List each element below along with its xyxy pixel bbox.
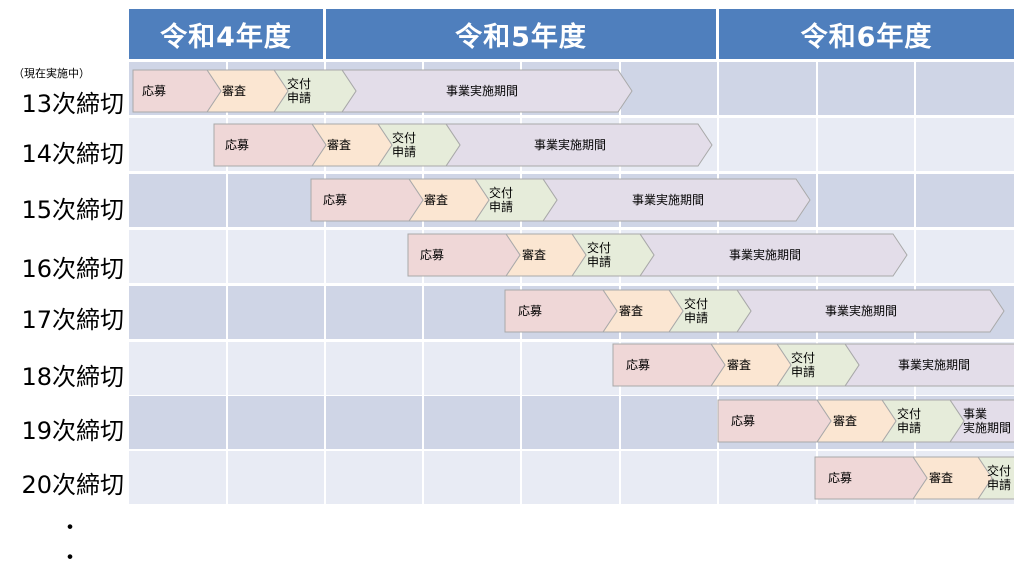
header-reiwa-5: 令和5年度 <box>326 9 716 59</box>
phase-shinsa-18: 審査 <box>727 358 752 372</box>
phase-shinsa-14: 審査 <box>327 138 352 152</box>
phase-jigyo-15: 事業実施期間 <box>632 193 705 207</box>
phase-oubo-20: 応募 <box>828 471 853 485</box>
phase-oubo-14: 応募 <box>225 138 250 152</box>
phase-shinsa-16: 審査 <box>522 248 547 262</box>
row-label-20: 20次締切 <box>21 471 124 499</box>
phase-oubo-17: 応募 <box>518 304 543 318</box>
grid-line <box>324 62 326 505</box>
phase-koufu-15: 交付申請 <box>489 186 514 214</box>
phase-oubo-15: 応募 <box>323 193 348 207</box>
phase-shinsa-17: 審査 <box>619 304 644 318</box>
phase-arrow-oubo <box>132 69 222 113</box>
grid-line <box>520 62 522 505</box>
phase-arrow-oubo <box>717 399 832 443</box>
phase-jigyo-18: 事業実施期間 <box>898 358 971 372</box>
row-label-16: 16次締切 <box>21 255 124 283</box>
grid-line <box>619 62 621 505</box>
phase-jigyo-13: 事業実施期間 <box>446 84 519 98</box>
phase-shinsa-19: 審査 <box>833 414 858 428</box>
phase-jigyo-16: 事業実施期間 <box>729 248 802 262</box>
phase-arrow-oubo <box>504 289 618 333</box>
phase-oubo-18: 応募 <box>626 358 651 372</box>
row-label-19: 19次締切 <box>21 417 124 445</box>
phase-arrow-oubo <box>814 456 928 500</box>
grid-line <box>226 62 228 505</box>
phase-arrow-oubo <box>407 233 521 277</box>
header-reiwa-6: 令和6年度 <box>719 9 1014 59</box>
phase-jigyo-19: 事業実施期間 <box>963 407 1012 435</box>
row-label-17: 17次締切 <box>21 306 124 334</box>
phase-shinsa-15: 審査 <box>424 193 449 207</box>
phase-jigyo-17: 事業実施期間 <box>825 304 898 318</box>
grid-line <box>816 62 818 505</box>
phase-koufu-13: 交付申請 <box>287 77 312 105</box>
continuation-dot: ・ <box>59 546 82 567</box>
phase-koufu-19: 交付申請 <box>897 407 922 435</box>
phase-shinsa-13: 審査 <box>222 84 247 98</box>
phase-koufu-18: 交付申請 <box>791 351 816 379</box>
phase-oubo-19: 応募 <box>731 414 756 428</box>
row-label-15: 15次締切 <box>21 196 124 224</box>
phase-koufu-20: 交付申請 <box>987 464 1012 492</box>
phase-koufu-17: 交付申請 <box>684 297 709 325</box>
phase-arrow-oubo <box>213 123 327 167</box>
phase-koufu-16: 交付申請 <box>587 241 612 269</box>
phase-arrow-oubo <box>612 343 726 387</box>
row-label-18: 18次締切 <box>21 363 124 391</box>
grid-line <box>717 62 719 505</box>
row-label-13: 13次締切 <box>21 90 124 118</box>
phase-oubo-16: 応募 <box>420 248 445 262</box>
row-label-14: 14次締切 <box>21 140 124 168</box>
header-reiwa-4: 令和4年度 <box>129 9 323 59</box>
phase-arrow-oubo <box>310 178 424 222</box>
grid-line <box>914 62 916 505</box>
current-note: （現在実施中） <box>13 67 90 80</box>
phase-jigyo-14: 事業実施期間 <box>534 138 607 152</box>
phase-shinsa-20: 審査 <box>929 471 954 485</box>
phase-oubo-13: 応募 <box>142 84 167 98</box>
continuation-dot: ・ <box>59 516 82 541</box>
phase-koufu-14: 交付申請 <box>392 131 417 159</box>
grid-line <box>422 62 424 505</box>
